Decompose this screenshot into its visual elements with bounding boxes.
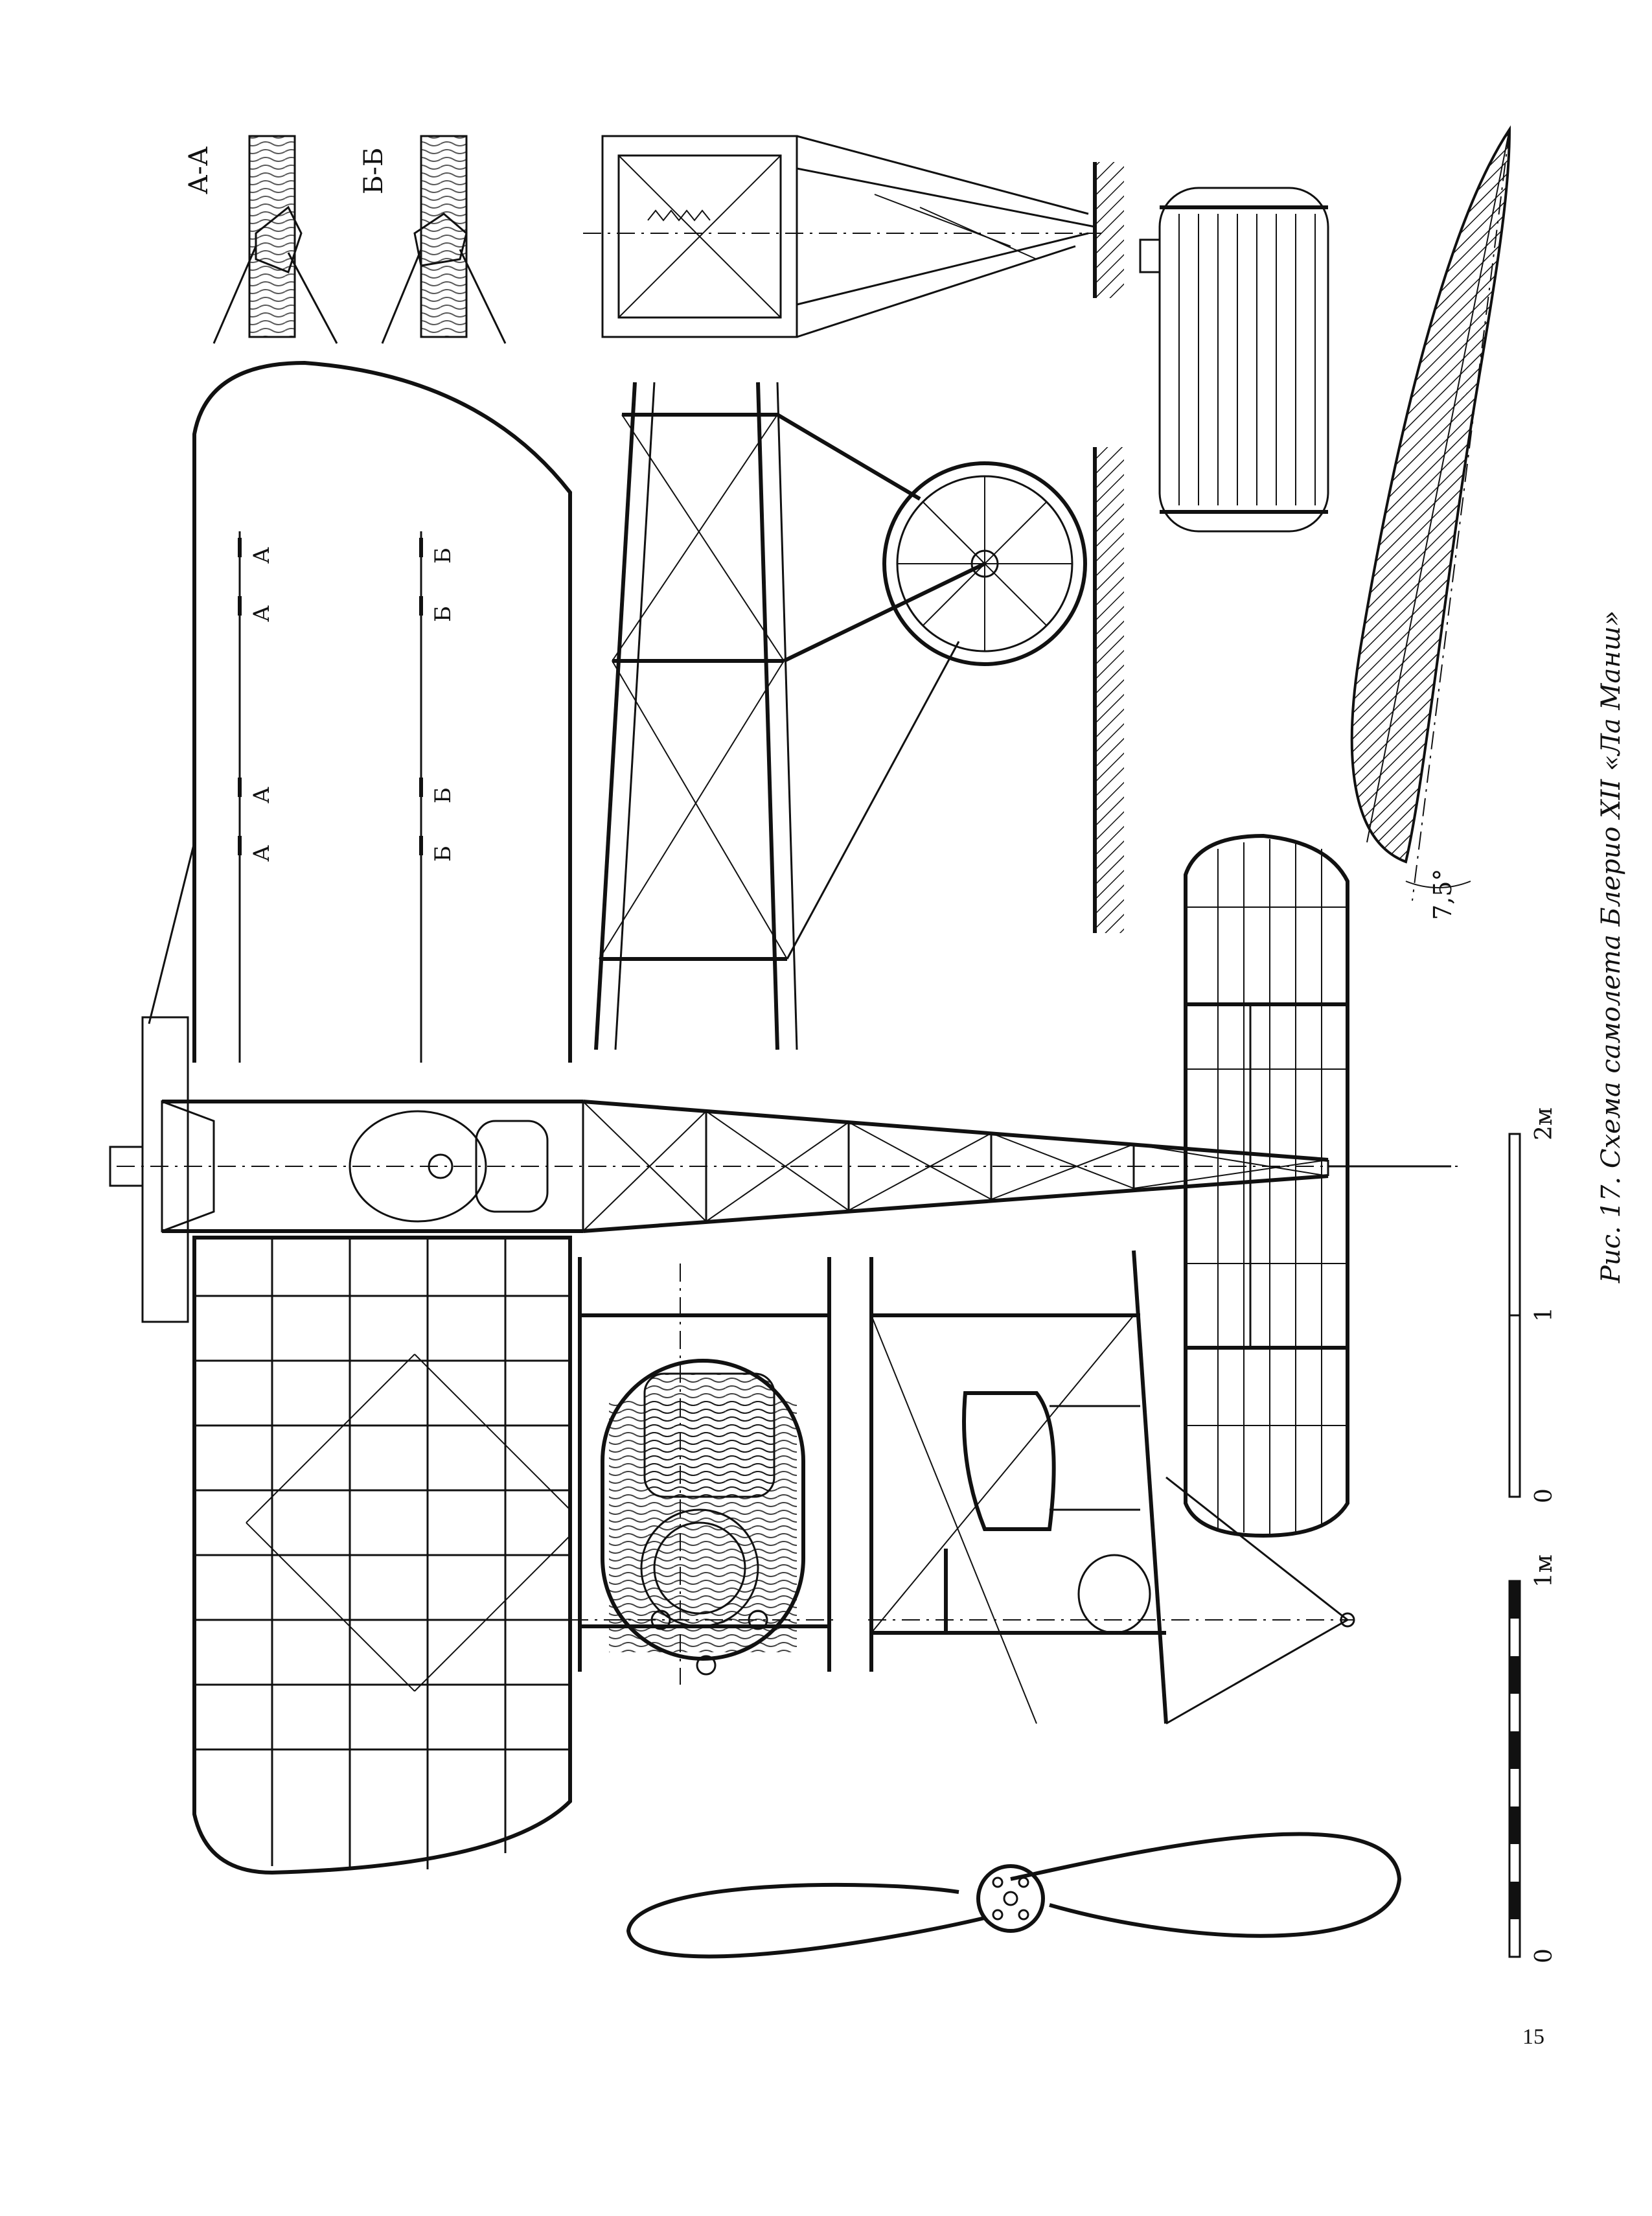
scale-bar-small: 0 1м	[1508, 1554, 1557, 1963]
section-markers: А А А А Б Б Б Б	[238, 538, 456, 862]
wall-hatch-top	[1095, 162, 1124, 298]
fuel-tank	[1139, 187, 1329, 533]
section-detail-aa: А-А	[184, 135, 338, 344]
scale-small-label-1: 1м	[1531, 1554, 1557, 1587]
figure-caption: Рис. 17. Схема самолета Блерио XII «Ла М…	[1596, 610, 1626, 1284]
scale-bar-large: 0 1 2м	[1508, 1107, 1557, 1503]
fuselage-top-view	[109, 1016, 1458, 1323]
landing-gear-frame	[594, 382, 1087, 1050]
section-bb-label: Б-Б	[359, 148, 389, 194]
marker-a-1: А	[249, 547, 275, 564]
angle-label: 7,5°	[1428, 869, 1457, 920]
section-detail-bb: Б-Б	[359, 135, 507, 344]
page-number: 15	[1522, 2025, 1544, 2049]
marker-b-4: Б	[430, 846, 456, 862]
scale-small-label-0: 0	[1531, 1948, 1557, 1963]
section-aa-label: А-А	[184, 146, 214, 194]
wing-lower-half-ribs	[192, 1236, 572, 1875]
wheel-spokes	[897, 476, 1072, 651]
scale-large-label-1: 1	[1531, 1307, 1557, 1322]
engine-mount-detail	[583, 135, 1101, 338]
marker-b-1: Б	[430, 548, 456, 564]
tail-stabilizer	[1184, 833, 1349, 1538]
marker-b-3: Б	[430, 787, 456, 803]
marker-a-4: А	[249, 845, 275, 862]
marker-a-3: А	[249, 787, 275, 803]
wall-hatch-bottom	[1095, 447, 1124, 933]
engine-bay-front-view	[570, 1257, 836, 1685]
seat-frame-detail	[868, 1250, 1355, 1725]
propeller	[626, 1832, 1402, 1959]
marker-b-2: Б	[430, 606, 456, 622]
marker-a-2: А	[249, 605, 275, 622]
scale-large-label-0: 0	[1531, 1488, 1557, 1503]
airfoil-section: 7,5°	[1350, 125, 1511, 920]
wing-upper-half	[148, 360, 572, 1063]
scale-large-label-2: 2м	[1531, 1107, 1557, 1140]
